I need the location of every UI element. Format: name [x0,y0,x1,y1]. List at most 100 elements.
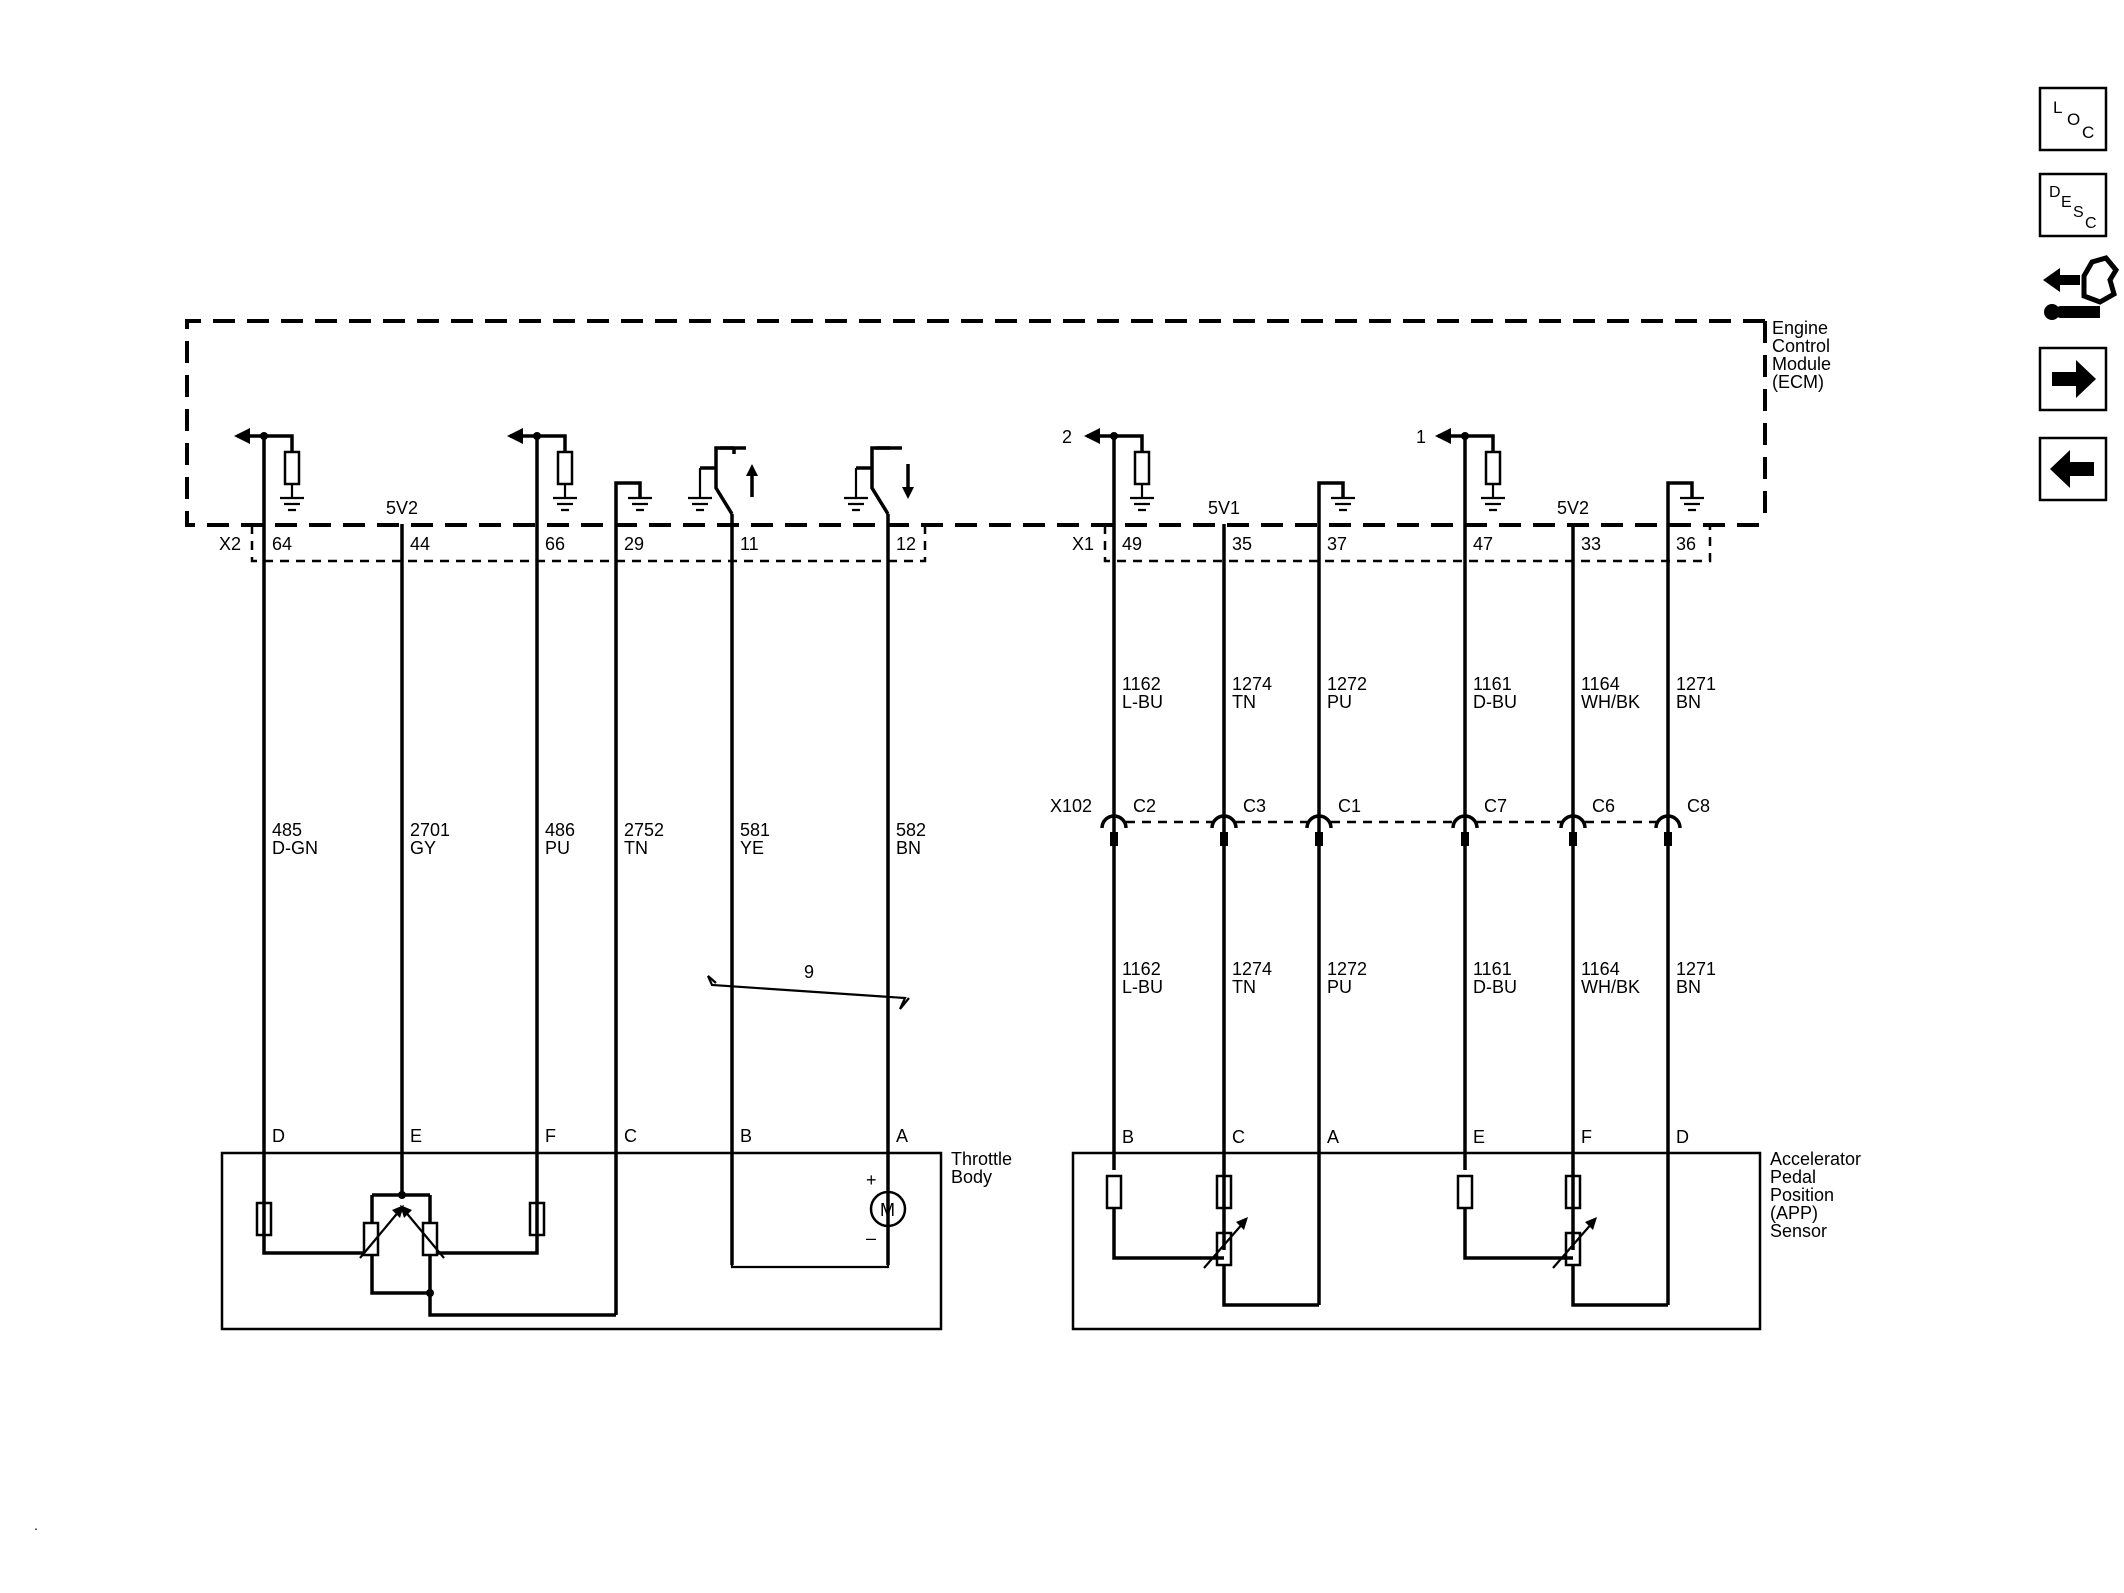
twist-ref-9: 9 [804,962,814,982]
desc-letter-c: C [2085,215,2097,232]
twisted-pair-marker: 9 [706,962,910,1010]
loc-letter-l: L [2053,98,2062,117]
app-sensor-label-line-1: Accelerator [1770,1149,1861,1169]
throttle-body-label-line-2: Body [951,1167,992,1187]
wire-num-485: 485 [272,820,302,840]
pin-label-29: 29 [624,534,644,554]
wire-color-l-bu-upper: L-BU [1122,692,1163,712]
left-pin-labels: 5V2 64 44 66 29 11 12 485 D-GN 2701 GY 4… [272,498,926,1146]
wire-color-d-gn: D-GN [272,838,318,858]
ecm-label-line-2: Control [1772,336,1830,356]
comp-pin-d-right: D [1676,1127,1689,1147]
wire-num-2752: 2752 [624,820,664,840]
wire-num-1161-lower: 1161 [1473,959,1512,979]
ecm-label: Engine Control Module (ECM) [1772,318,1831,392]
wire-num-1162-lower: 1162 [1122,959,1161,979]
wire-num-1274-upper: 1274 [1232,674,1272,694]
inline-pin-c2: C2 [1133,796,1156,816]
connector-x102: X102 C2 C3 C1 C7 C6 C8 [1050,796,1710,846]
wire-num-581: 581 [740,820,770,840]
supply-label-5v2-left: 5V2 [386,498,418,518]
wire-num-1271-lower: 1271 [1676,959,1716,979]
throttle-body: Throttle Body M + – [220,1149,1012,1331]
wire-color-bn-upper: BN [1676,692,1701,712]
right-pin-labels: 5V1 5V2 49 35 37 47 33 36 1162 L-BU 1274… [1122,498,1716,1147]
previous-button[interactable] [2038,436,2108,502]
motor-plus: + [866,1170,877,1190]
wire-color-l-bu-lower: L-BU [1122,977,1163,997]
wire-num-1164-upper: 1164 [1581,674,1620,694]
wire-num-486: 486 [545,820,575,840]
wire-color-tn-lower: TN [1232,977,1256,997]
connector-x102-label: X102 [1050,796,1092,816]
wire-num-1272-upper: 1272 [1327,674,1367,694]
comp-pin-c-right: C [1232,1127,1245,1147]
wire-num-2701: 2701 [410,820,450,840]
arrow-left-icon [2050,450,2094,488]
wire-color-pu-upper: PU [1327,692,1352,712]
pin-label-66: 66 [545,534,565,554]
ref-1: 1 [1416,427,1426,447]
wire-num-1272-lower: 1272 [1327,959,1367,979]
ecm-label-line-3: Module [1772,354,1831,374]
desc-button[interactable]: D E S C [2038,172,2108,238]
app-sensor-outline [1071,1151,1762,1331]
connector-tool-button[interactable] [2043,255,2120,320]
wire-color-wh-bk-lower: WH/BK [1581,977,1640,997]
wire-color-pu: PU [545,838,570,858]
comp-pin-b-right: B [1122,1127,1134,1147]
inline-pin-c1: C1 [1338,796,1361,816]
pin-label-11: 11 [740,534,759,554]
app-sensor: Accelerator Pedal Position (APP) Sensor [1071,1149,1861,1331]
ecm-internal-right: 2 1 [1062,427,1704,512]
comp-pin-f-right: F [1581,1127,1592,1147]
corner-mark: . [34,1517,38,1533]
wire-color-d-bu-lower: D-BU [1473,977,1517,997]
wire-num-1274-lower: 1274 [1232,959,1272,979]
wire-num-1161-upper: 1161 [1473,674,1512,694]
pin-label-64: 64 [272,534,292,554]
ecm-outline [185,319,1767,527]
wire-color-gy: GY [410,838,436,858]
inline-pin-c7: C7 [1484,796,1507,816]
pin-label-47: 47 [1473,534,1493,554]
ecm-internal-left [234,428,914,515]
wire-color-ye: YE [740,838,764,858]
throttle-body-outline [220,1151,943,1331]
pin-label-49: 49 [1122,534,1142,554]
comp-pin-b-left: B [740,1126,752,1146]
motor-symbol [869,1190,907,1228]
supply-label-5v2-right: 5V2 [1557,498,1589,518]
connector-x1: X1 [1072,525,1712,563]
wire-color-tn: TN [624,838,648,858]
arrow-right-icon [2052,360,2096,398]
left-wires [262,436,890,1315]
app-sensor-label-line-3: Position [1770,1185,1834,1205]
pin-label-44: 44 [410,534,430,554]
comp-pin-f-left: F [545,1126,556,1146]
comp-pin-e-right: E [1473,1127,1485,1147]
desc-letter-d: D [2049,184,2061,201]
pin-label-12: 12 [896,534,916,554]
right-wires [1112,436,1670,1305]
pin-label-36: 36 [1676,534,1696,554]
next-button[interactable] [2038,346,2108,412]
comp-pin-e-left: E [410,1126,422,1146]
wire-color-wh-bk-upper: WH/BK [1581,692,1640,712]
ecm-label-line-4: (ECM) [1772,372,1824,392]
motor-m: M [880,1200,895,1220]
pin-label-37: 37 [1327,534,1347,554]
motor-minus: – [866,1228,876,1248]
pin-label-33: 33 [1581,534,1601,554]
throttle-body-label-line-1: Throttle [951,1149,1012,1169]
app-sensor-label-line-2: Pedal [1770,1167,1816,1187]
comp-pin-d-left: D [272,1126,285,1146]
ecm-label-line-1: Engine [1772,318,1828,338]
wire-color-bn: BN [896,838,921,858]
loc-button[interactable]: L O C [2038,86,2108,152]
wire-color-pu-lower: PU [1327,977,1352,997]
desc-letter-e: E [2061,194,2072,211]
wire-num-1164-lower: 1164 [1581,959,1620,979]
wire-num-1162-upper: 1162 [1122,674,1161,694]
loc-letter-c: C [2082,123,2094,142]
